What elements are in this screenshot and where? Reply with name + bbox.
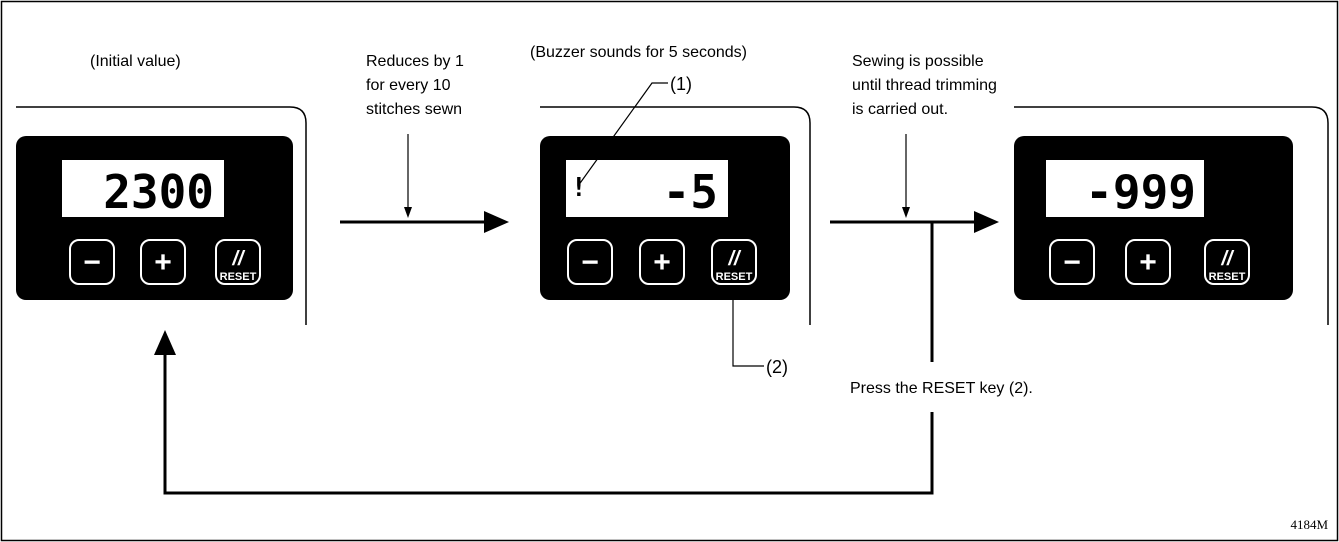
reduces-pointer-head [404,207,412,218]
panel-1-display-value: 2300 [103,165,214,219]
panel-1-minus-button[interactable] [69,239,115,285]
callout-1-leader [577,82,668,187]
control-panel-2: ! -5 − + // RESET [540,136,790,300]
panel-2-plus-button[interactable] [639,239,685,285]
reduces-label-line2: for every 10 [366,77,451,94]
arrow-2-head [974,211,999,233]
panel-3-plus-button[interactable] [1125,239,1171,285]
panel-3-reset-button[interactable] [1204,239,1250,285]
panel-1-housing [16,106,307,325]
panel-2-minus-icon: − [581,246,599,279]
panel-3-display-value: -999 [1085,165,1196,219]
panel-2-housing [540,106,811,325]
panel-2-reset-icon: // [727,248,742,270]
panel-1-reset-icon: // [231,248,246,270]
callout-2-label: (2) [766,357,788,377]
panel-2-display-value: -5 [663,165,718,219]
return-loop-head [154,330,176,355]
panel-2-minus-button[interactable] [567,239,613,285]
panel-2-plus-icon: + [653,246,671,279]
panel-1-plus-button[interactable] [140,239,186,285]
panel-3-plus-icon: + [1139,246,1157,279]
panel-1-lcd [62,160,224,217]
buzzer-label: (Buzzer sounds for 5 seconds) [530,44,747,61]
panel-3-minus-icon: − [1063,246,1081,279]
panel-1-minus-icon: − [83,246,101,279]
callout-2-leader [732,288,764,367]
panel-2-lcd [566,160,728,217]
callout-1-label: (1) [670,74,692,94]
return-loop-line-lower [163,354,934,495]
reduces-label-line3: stitches sewn [366,101,462,118]
panel-2-reset-button[interactable] [711,239,757,285]
panel-3-housing [1014,106,1329,325]
initial-value-label: (Initial value) [90,53,181,70]
sewing-label-line1: Sewing is possible [852,53,984,70]
sewing-label-line3: is carried out. [852,101,948,118]
panel-1-plus-icon: + [154,246,172,279]
panel-2-warning-mark: ! [571,173,587,203]
panel-2-reset-label: RESET [716,271,753,283]
panel-3-reset-label: RESET [1209,271,1246,283]
arrow-1-head [484,211,509,233]
control-panel-3: -999 − + // RESET [1014,136,1293,300]
press-reset-label: Press the RESET key (2). [850,380,1033,397]
panel-1-reset-button[interactable] [215,239,261,285]
control-panel-1: 2300 − + // RESET [16,136,293,300]
sewing-pointer-head [902,207,910,218]
panel-3-reset-icon: // [1220,248,1235,270]
figure-id: 4184M [1290,517,1328,532]
panel-3-lcd [1046,160,1204,217]
reduces-label-line1: Reduces by 1 [366,53,464,70]
panel-1-reset-label: RESET [220,271,257,283]
panel-3-minus-button[interactable] [1049,239,1095,285]
sewing-label-line2: until thread trimming [852,77,997,94]
